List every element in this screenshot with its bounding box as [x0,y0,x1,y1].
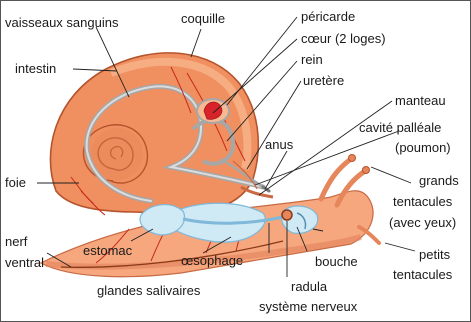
label-cavite-palleale: cavité palléale [359,120,441,135]
label-uretere: uretère [303,73,344,88]
label-oesophage: œsophage [181,253,243,268]
label-anus: anus [265,137,294,152]
eye-2 [363,167,370,174]
label-coeur: cœur (2 loges) [301,31,386,46]
label-intestin: intestin [15,61,56,76]
label-coquille: coquille [181,11,225,26]
label-grands-tentacules: tentacules [393,194,453,209]
shell [50,53,258,213]
label-ventral: ventral [5,255,44,270]
label-pericarde: péricarde [301,9,355,24]
label-radula: radula [291,279,328,294]
label-systeme-nerveux: système nerveux [259,299,358,314]
eye-1 [349,155,356,162]
label-manteau: manteau [395,93,446,108]
label-rein: rein [301,52,323,67]
label-avec-yeux: (avec yeux) [389,215,456,230]
label-poumon: (poumon) [395,140,451,155]
label-petits: petits [419,247,451,262]
label-vaisseaux-sanguins: vaisseaux sanguins [5,15,119,30]
label-glandes-salivaires: glandes salivaires [97,283,201,298]
label-bouche: bouche [315,254,358,269]
label-petits-tentacules: tentacules [393,267,453,282]
label-grands: grands [419,173,459,188]
label-estomac: estomac [83,243,133,258]
label-foie: foie [5,175,26,190]
label-nerf: nerf [5,234,28,249]
nervous-system [282,210,292,220]
